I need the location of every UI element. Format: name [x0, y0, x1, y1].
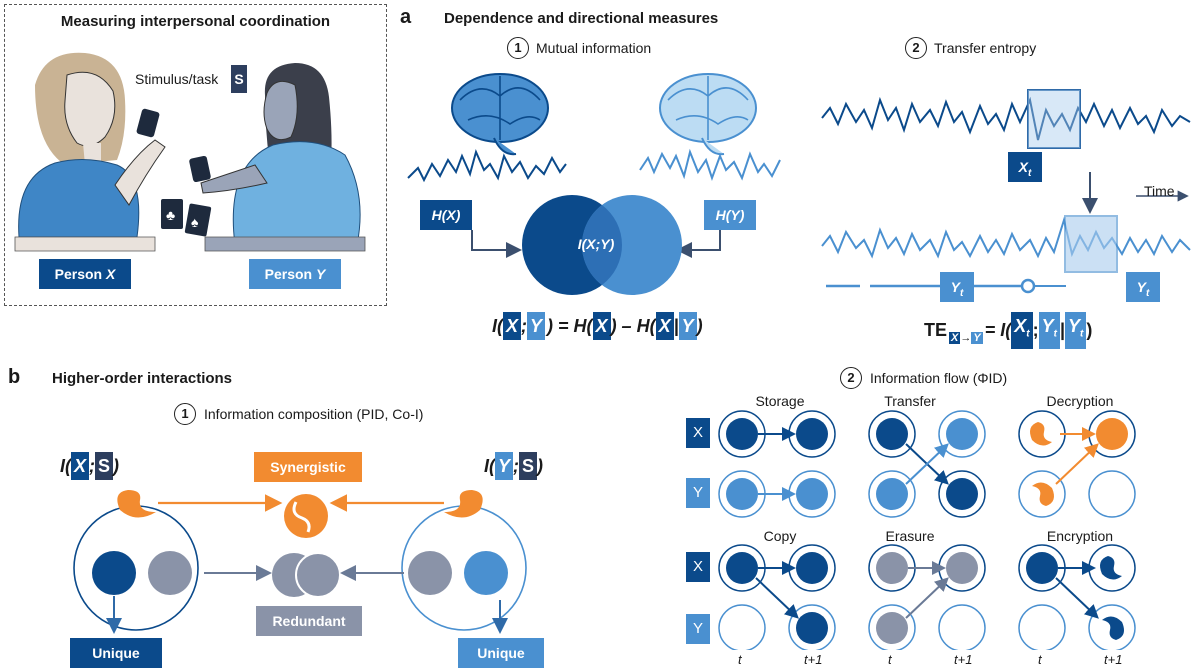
- mode-erasure: Erasure: [885, 528, 935, 544]
- encryption-t1-label: t+1: [1104, 652, 1123, 667]
- mode-copy: Copy: [763, 528, 797, 544]
- te-signal-x: [821, 96, 1191, 141]
- panel-b-letter: b: [8, 366, 21, 388]
- club-icon: ♣: [166, 207, 175, 223]
- mi-title: Mutual information: [536, 40, 652, 56]
- te-window-x: [1027, 89, 1081, 149]
- brain-x-icon: [451, 73, 549, 156]
- signal-x-trace: [407, 149, 567, 183]
- flow-grid-graphics: [718, 410, 1136, 650]
- time-label: Time: [1144, 183, 1175, 199]
- unique-right-label: Unique: [458, 638, 544, 668]
- flow-row-x-1: X: [686, 418, 710, 448]
- encryption-t-label: t: [1038, 652, 1042, 667]
- redundant-combined-icon: [295, 552, 341, 598]
- panel-a-title: Dependence and directional measures: [444, 10, 719, 27]
- synergistic-label: Synergistic: [254, 452, 362, 482]
- iys-label: I( Y ; S ): [484, 452, 543, 480]
- hx-arrow: [471, 230, 522, 258]
- person-y-label: Person Y: [249, 259, 341, 289]
- panel-a-graphics: [407, 73, 1191, 295]
- flow-row-y-2: Y: [686, 614, 710, 644]
- te-formula: TE X → Y = I( Xt ; Yt | Yt ): [924, 312, 1092, 349]
- hy-arrow: [676, 230, 721, 258]
- mode-storage: Storage: [755, 393, 805, 409]
- erasure-t-label: t: [888, 652, 892, 667]
- ixs-label: I( X ; S ): [60, 452, 119, 480]
- mode-transfer: Transfer: [884, 393, 936, 409]
- ixy-label: I(X;Y): [577, 236, 615, 252]
- flow-number-badge: 2: [840, 367, 862, 389]
- encryption-cell: [1018, 544, 1136, 650]
- people-illustration: ♣ ♠: [14, 52, 366, 252]
- storage-t-label: t: [738, 652, 742, 667]
- synergy-combined-icon: [284, 494, 328, 538]
- flow-title: Information flow (ΦID): [870, 370, 1008, 386]
- brain-y-icon: [659, 73, 757, 156]
- transfer-cell: [868, 410, 986, 518]
- te-yt-past-label: Yt: [940, 272, 974, 302]
- venn-overlap: [582, 205, 622, 285]
- mi-formula: I( X ; Y ) = H( X ) – H( X | Y ): [492, 312, 703, 340]
- te-yt-label: Yt: [1126, 272, 1160, 302]
- redundant-x-dot: [148, 551, 192, 595]
- copy-cell: [718, 544, 836, 650]
- unique-x-dot: [92, 551, 136, 595]
- storage-t1-label: t+1: [804, 652, 823, 667]
- flow-row-x-2: X: [686, 552, 710, 582]
- person-x-label: Person X: [39, 259, 131, 289]
- panel-a-letter: a: [400, 6, 412, 28]
- playing-cards: ♣ ♠: [161, 199, 212, 237]
- person-y-figure: [189, 63, 366, 252]
- unique-left-label: Unique: [70, 638, 162, 668]
- redundant-y-dot: [408, 551, 452, 595]
- pid-graphics: [73, 490, 527, 634]
- erasure-t1-label: t+1: [954, 652, 973, 667]
- stimulus-label: Stimulus/task: [135, 71, 219, 87]
- decryption-cell: [1018, 410, 1136, 518]
- intro-title: Measuring interpersonal coordination: [60, 13, 331, 30]
- pid-number-badge: 1: [174, 403, 196, 425]
- unique-y-dot: [464, 551, 508, 595]
- spade-icon: ♠: [191, 214, 199, 230]
- intro-panel: Measuring interpersonal coordination ♣ ♠: [4, 4, 387, 306]
- hy-label: H(Y): [704, 200, 756, 230]
- signal-y-trace: [639, 148, 781, 182]
- pid-title: Information composition (PID, Co-I): [204, 406, 424, 422]
- synergy-right-icon: [444, 490, 483, 518]
- te-xt-label: Xt: [1008, 152, 1042, 182]
- mode-encryption: Encryption: [1046, 528, 1114, 544]
- te-number-badge: 2: [905, 37, 927, 59]
- te-title: Transfer entropy: [934, 40, 1037, 56]
- person-x-figure: [14, 52, 166, 252]
- panel-b-title: Higher-order interactions: [52, 370, 233, 387]
- hx-label: H(X): [420, 200, 472, 230]
- storage-cell: [718, 410, 836, 518]
- erasure-cell: [868, 544, 986, 650]
- mode-decryption: Decryption: [1046, 393, 1114, 409]
- redundant-label: Redundant: [256, 606, 362, 636]
- flow-row-y-1: Y: [686, 478, 710, 508]
- stimulus-symbol: S: [231, 65, 247, 93]
- te-signal-y: [821, 216, 1191, 259]
- synergy-left-icon: [117, 490, 156, 518]
- te-window-y: [1064, 215, 1118, 273]
- mi-number-badge: 1: [507, 37, 529, 59]
